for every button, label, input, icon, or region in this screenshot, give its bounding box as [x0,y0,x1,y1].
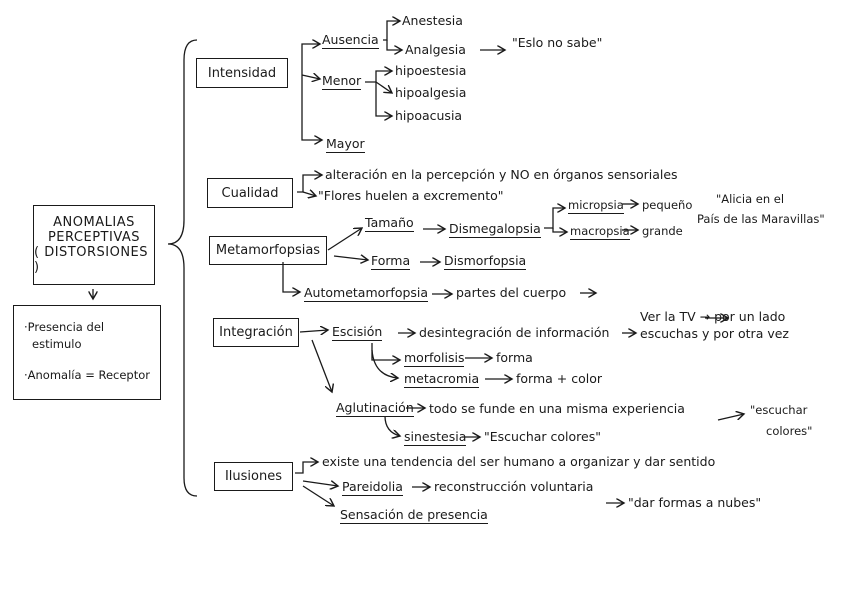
hipoacusia-label: hipoacusia [395,108,463,123]
sinestesia-label: sinestesia [404,429,467,446]
cualidad-text-1: alteración en la percepción y NO en órga… [325,167,678,182]
aglutinacion-label: Aglutinación [336,400,414,417]
root-title-line-3: ( DISTORSIONES ) [34,245,149,275]
hipoestesia-label: hipoestesia [395,63,467,78]
anestesia-label: Anestesia [402,13,463,28]
reconstruccion-label: reconstrucción voluntaria [434,479,594,494]
tendencia-label: existe una tendencia del ser humano a or… [322,454,716,469]
dar-formas-label: "dar formas a nubes" [628,495,762,510]
partes-cuerpo-label: partes del cuerpo [456,285,567,300]
macropsia-label: macropsia [570,224,630,240]
morfolisis-label: morfolisis [404,350,465,367]
escuchar-colores-line-1: "escuchar [750,403,808,417]
menor-label: Menor [322,73,362,90]
cualidad-label: Cualidad [221,185,279,201]
hipoalgesia-label: hipoalgesia [395,85,467,100]
integracion-label: Integración [219,325,293,340]
note-presencia: ·Presencia del [24,320,105,334]
escuchas-label: escuchas y por otra vez [640,326,789,341]
tamano-label: Tamaño [365,215,414,232]
integracion-box: Integración [213,318,299,347]
metamorfopsias-box: Metamorfopsias [209,236,327,265]
escuchar-colores-example: "Escuchar colores" [484,429,601,444]
escuchar-colores-line-2: colores" [766,424,813,438]
analgesia-label: Analgesia [405,42,466,57]
grande-label: grande [642,224,683,238]
desintegracion-label: desintegración de información [419,325,610,340]
root-box: ANOMALIAS PERCEPTIVAS ( DISTORSIONES ) [33,205,155,285]
notes-box: ·Presencia del estimulo ·Anomalía = Rece… [13,305,161,400]
alicia-line-1: "Alicia en el [716,192,785,206]
dismorfopsia-label: Dismorfopsia [444,253,527,270]
forma-label: Forma [371,253,411,270]
ilusiones-label: Ilusiones [224,469,283,484]
micropsia-label: micropsia [568,198,624,214]
todo-se-funde-label: todo se funde en una misma experiencia [429,401,685,416]
pareidolia-label: Pareidolia [342,479,403,496]
intensidad-box: Intensidad [196,58,288,88]
eslo-no-sabe-label: "Eslo no sabe" [512,35,603,50]
root-title-line-2: PERCEPTIVAS [47,230,141,245]
dismegalopsia-label: Dismegalopsia [449,221,541,238]
autometamorfopsia-label: Autometamorfopsia [304,285,429,302]
ver-tv-label: Ver la TV → por un lado [640,309,786,324]
mayor-label: Mayor [326,136,365,153]
morfolisis-forma-label: forma [496,350,533,365]
escision-label: Escisión [332,324,383,341]
intensidad-label: Intensidad [207,65,277,81]
forma-color-label: forma + color [516,371,603,386]
metamorfopsias-label: Metamorfopsias [215,243,321,258]
cualidad-box: Cualidad [207,178,293,208]
root-title-line-1: ANOMALIAS [53,215,135,230]
cualidad-text-2: "Flores huelen a excremento" [318,188,504,203]
metacromia-label: metacromia [404,371,480,388]
note-estimulo: estimulo [32,337,82,351]
note-anomalia: ·Anomalía = Receptor [24,368,151,382]
ausencia-label: Ausencia [322,32,379,49]
alicia-line-2: País de las Maravillas" [697,212,825,226]
ilusiones-box: Ilusiones [214,462,293,491]
sensacion-presencia-label: Sensación de presencia [340,507,488,524]
pequeno-label: pequeño [642,198,693,212]
